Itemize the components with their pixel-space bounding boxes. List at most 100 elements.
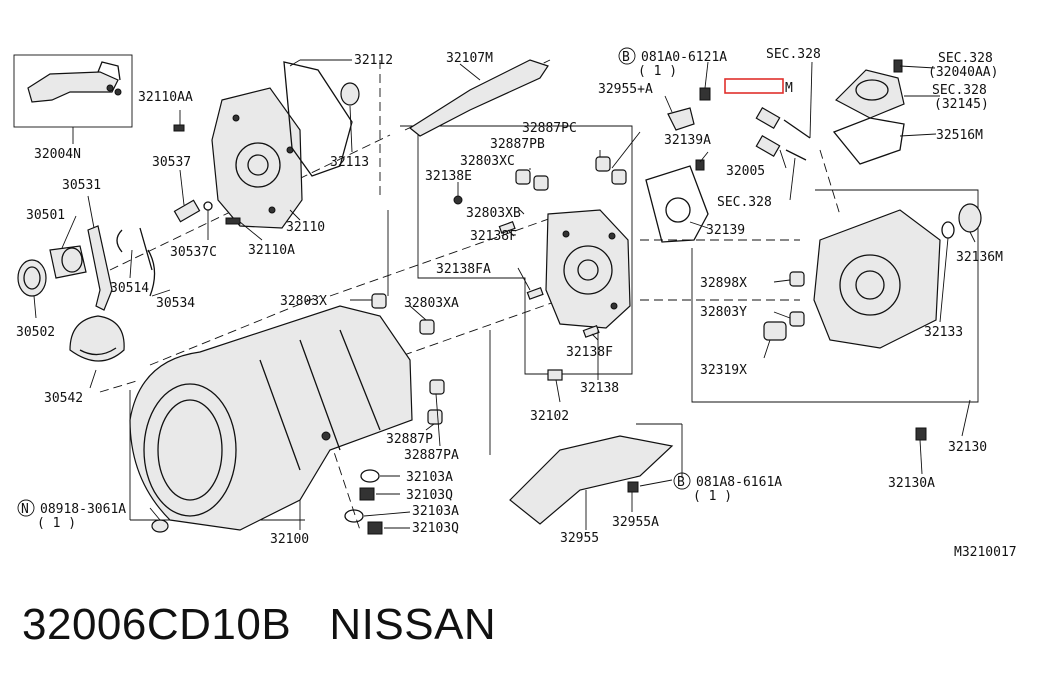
label-32803XB: 32803XB xyxy=(466,206,521,221)
part-32130A-bolt xyxy=(915,427,927,441)
part-caption: 32006CD10B NISSAN xyxy=(22,600,496,650)
dash-line xyxy=(389,299,561,361)
label-32006M-suffix: M xyxy=(785,81,793,96)
label-32803XA: 32803XA xyxy=(404,296,459,311)
part-30501-sleeve xyxy=(49,245,87,279)
part-32110-cover xyxy=(211,87,303,229)
label-32112: 32112 xyxy=(354,53,393,68)
part-32102-plug xyxy=(547,369,563,381)
label-sec328-mid: SEC.328 xyxy=(717,195,772,210)
part-32803Y-bush xyxy=(789,311,805,327)
part-32103A-washer xyxy=(360,469,380,483)
part-32138E-pin xyxy=(453,195,463,205)
part-32803XA-bush xyxy=(419,319,435,335)
part-32803XC-bush xyxy=(515,169,531,185)
label-30542: 30542 xyxy=(44,391,83,406)
label-32103Q: 32103Q xyxy=(406,488,453,503)
label-32113: 32113 xyxy=(330,155,369,170)
label-081A0-qty: ( 1 ) xyxy=(638,64,677,79)
part-30514-spring xyxy=(116,227,153,271)
label-32040AA: (32040AA) xyxy=(928,65,998,80)
leader-lines xyxy=(33,59,976,530)
dash-line xyxy=(329,214,561,297)
part-32004N-bracket xyxy=(27,61,122,103)
bolt-mark-circle-2 xyxy=(673,472,691,490)
part-08918-nut xyxy=(151,519,169,533)
label-32138: 32138 xyxy=(580,381,619,396)
dash-line xyxy=(329,439,361,531)
highlight-32006M xyxy=(724,78,784,94)
label-32130A: 32130A xyxy=(888,476,935,491)
part-32107M-bracket xyxy=(408,59,549,137)
rod xyxy=(785,149,807,161)
part-30502-bearing xyxy=(17,259,47,297)
label-32145: (32145) xyxy=(934,97,989,112)
label-30502: 30502 xyxy=(16,325,55,340)
label-32103A: 32103A xyxy=(406,470,453,485)
label-32110AA: 32110AA xyxy=(138,90,193,105)
frame-rear-housing xyxy=(400,125,633,375)
dash-line xyxy=(819,149,841,216)
part-30534-spring xyxy=(147,249,156,297)
bolt-mark-circle xyxy=(618,47,636,65)
label-32955A: 32955A xyxy=(612,515,659,530)
label-32955A-plus: 32955+A xyxy=(598,82,653,97)
part-32103A2-washer xyxy=(344,509,364,523)
part-32138FA-pin xyxy=(526,287,544,300)
part-front-cover xyxy=(173,61,360,229)
part-32112-gasket xyxy=(283,61,353,177)
label-30534: 30534 xyxy=(156,296,195,311)
label-32100: 32100 xyxy=(270,532,309,547)
label-32139A: 32139A xyxy=(664,133,711,148)
label-32133: 32133 xyxy=(924,325,963,340)
rod xyxy=(783,119,811,139)
label-32110A: 32110A xyxy=(248,243,295,258)
label-32898X: 32898X xyxy=(700,276,747,291)
label-081A0-6121A: 081A0-6121A xyxy=(641,50,727,65)
label-32887PA: 32887PA xyxy=(404,448,459,463)
label-081A8-6161A: 081A8-6161A xyxy=(696,475,782,490)
part-32110AA-bolt xyxy=(173,124,185,132)
caption-gap xyxy=(291,600,329,649)
part-32887PA-bush xyxy=(429,379,445,395)
label-30537C: 30537C xyxy=(170,245,217,260)
part-32005-switch xyxy=(755,134,781,158)
bolt-mark-B1: B xyxy=(622,50,630,65)
label-32138F: 32138F xyxy=(470,229,517,244)
label-30514: 30514 xyxy=(110,281,149,296)
part-32130-extension xyxy=(813,209,941,349)
caption-brand: NISSAN xyxy=(329,600,497,649)
part-32138F2-pin xyxy=(582,325,600,338)
part-32133-ring xyxy=(941,221,955,239)
part-32803X-bush xyxy=(371,293,387,309)
label-32803Y: 32803Y xyxy=(700,305,747,320)
part-32136M-seal xyxy=(958,203,982,233)
label-32138E: 32138E xyxy=(425,169,472,184)
part-extension-group xyxy=(645,59,982,441)
label-32887PC: 32887PC xyxy=(522,121,577,136)
label-sec328-top: SEC.328 xyxy=(766,47,821,62)
part-32006M-switch xyxy=(755,106,781,130)
label-32887P: 32887P xyxy=(386,432,433,447)
label-30501: 30501 xyxy=(26,208,65,223)
label-32887PB: 32887PB xyxy=(490,137,545,152)
exploded-parts-diagram: 32004N 32110AA 32112 32107M B 081A0-6121… xyxy=(13,47,1017,560)
label-081A8-qty: ( 1 ) xyxy=(693,489,732,504)
label-32955: 32955 xyxy=(560,531,599,546)
part-32103Q-plug xyxy=(359,487,375,501)
part-30542-boot xyxy=(69,315,125,362)
part-32955-cover xyxy=(509,435,674,525)
part-32955A-plus-plate xyxy=(667,107,695,131)
callout-labels: 32004N 32110AA 32112 32107M B 081A0-6121… xyxy=(16,47,1017,560)
part-32100-main-case xyxy=(129,305,413,531)
label-30531: 30531 xyxy=(62,178,101,193)
dash-line xyxy=(99,379,141,393)
small-parts xyxy=(151,156,639,535)
part-32803XC-bush2 xyxy=(533,175,549,191)
part-32139A-bolt xyxy=(695,159,705,171)
label-sec328-right2: SEC.328 xyxy=(932,83,987,98)
label-32004N: 32004N xyxy=(34,147,81,162)
part-32138-rear-housing xyxy=(545,209,631,329)
part-32516M-gasket xyxy=(832,117,905,165)
label-32139: 32139 xyxy=(706,223,745,238)
